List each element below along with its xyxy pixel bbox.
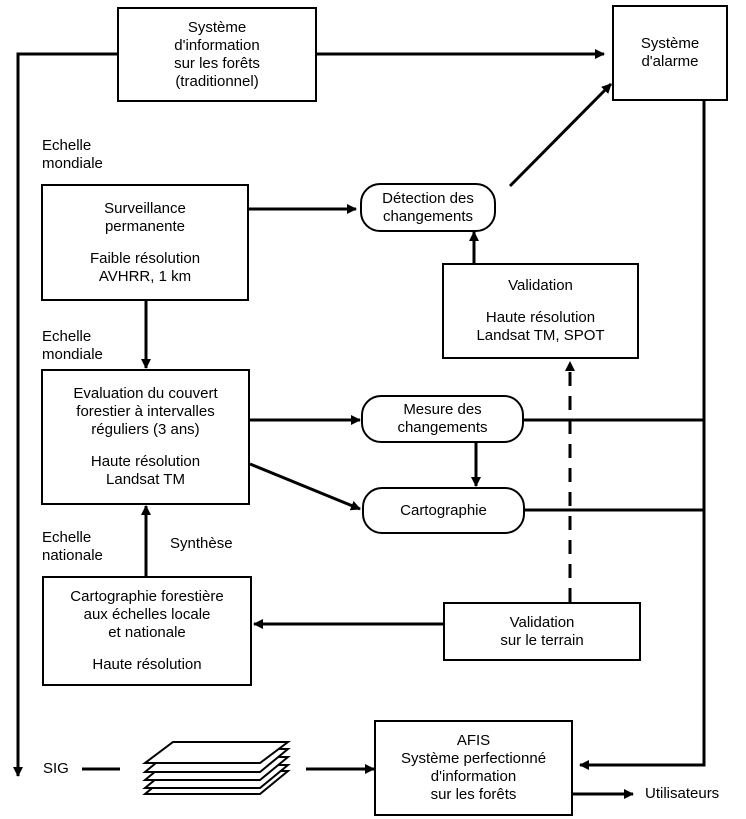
node-forest-mapping: Cartographie forestière aux échelles loc… [42, 576, 252, 686]
node-text: sur le terrain [500, 631, 584, 649]
node-text: Faible résolution [89, 249, 201, 267]
node-text: Haute résolution [92, 656, 202, 673]
node-change-detection: Détection des changements [360, 183, 496, 232]
edge-alarm-to-afis [579, 100, 706, 770]
node-text: Landsat TM, SPOT [476, 327, 605, 344]
node-text: permanente [104, 217, 186, 235]
label-text: Echelle [42, 529, 92, 546]
users-label: Utilisateurs [645, 785, 720, 802]
node-text: Validation [509, 613, 575, 631]
node-text: Haute résolution [485, 309, 596, 326]
node-text: sur les forêts [430, 786, 517, 803]
scale-label-national: Echelle nationale [42, 529, 103, 565]
node-text: changements [382, 207, 474, 225]
node-text: aux échelles locale [83, 606, 211, 623]
label-text: Echelle [42, 137, 92, 154]
node-traditional-forest-info-system: Système d'information sur les forêts (tr… [117, 7, 317, 102]
node-text: réguliers (3 ans) [91, 421, 200, 438]
node-text: d'information [174, 36, 260, 54]
node-validation-high-res: Validation Haute résolution Landsat TM, … [442, 263, 639, 359]
node-text: Evaluation du couvert [73, 385, 218, 402]
node-text: Cartographie [400, 501, 487, 519]
node-text: d'information [430, 768, 517, 785]
gis-label: SIG [43, 760, 69, 777]
label-text: mondiale [42, 155, 103, 172]
edge-traditional-to-gis [13, 52, 117, 777]
node-text: sur les forêts [174, 54, 260, 72]
node-cartography: Cartographie [362, 487, 525, 534]
node-text: Haute résolution [90, 453, 201, 470]
node-text: Système [187, 18, 247, 36]
node-permanent-monitoring: Surveillance permanente Faible résolutio… [41, 184, 249, 301]
node-text: Landsat TM [106, 471, 185, 488]
node-text: AVHRR, 1 km [98, 267, 192, 285]
synthesis-label: Synthèse [170, 535, 233, 552]
label-text: Echelle [42, 328, 92, 345]
node-text: Cartographie forestière [70, 588, 224, 605]
scale-label-global-2: Echelle mondiale [42, 328, 103, 364]
node-text: Validation [508, 277, 573, 294]
node-text: changements [397, 419, 488, 436]
node-text: d'alarme [641, 53, 699, 70]
data-layers-stack-icon [142, 741, 291, 795]
node-afis: AFIS Système perfectionné d'information … [374, 720, 573, 816]
node-text: Système perfectionné [400, 750, 547, 767]
node-text: Surveillance [104, 199, 186, 217]
node-text: forestier à intervalles [76, 403, 215, 420]
node-text: Système [640, 35, 700, 52]
edge-detection-to-alarm [508, 82, 613, 188]
label-text: nationale [42, 547, 103, 564]
node-text: et nationale [108, 624, 186, 641]
node-text: (traditionnel) [175, 72, 259, 90]
node-text: Détection des [382, 189, 474, 207]
node-alarm-system: Système d'alarme [612, 5, 728, 101]
node-field-validation: Validation sur le terrain [443, 602, 641, 661]
edge-assessment-to-cartography [249, 462, 361, 511]
label-text: mondiale [42, 346, 103, 363]
node-text: AFIS [456, 732, 491, 749]
node-text: Mesure des [403, 401, 482, 418]
scale-label-global-1: Echelle mondiale [42, 137, 103, 173]
node-forest-cover-assessment: Evaluation du couvert forestier à interv… [41, 369, 250, 505]
node-change-measurement: Mesure des changements [361, 395, 524, 443]
